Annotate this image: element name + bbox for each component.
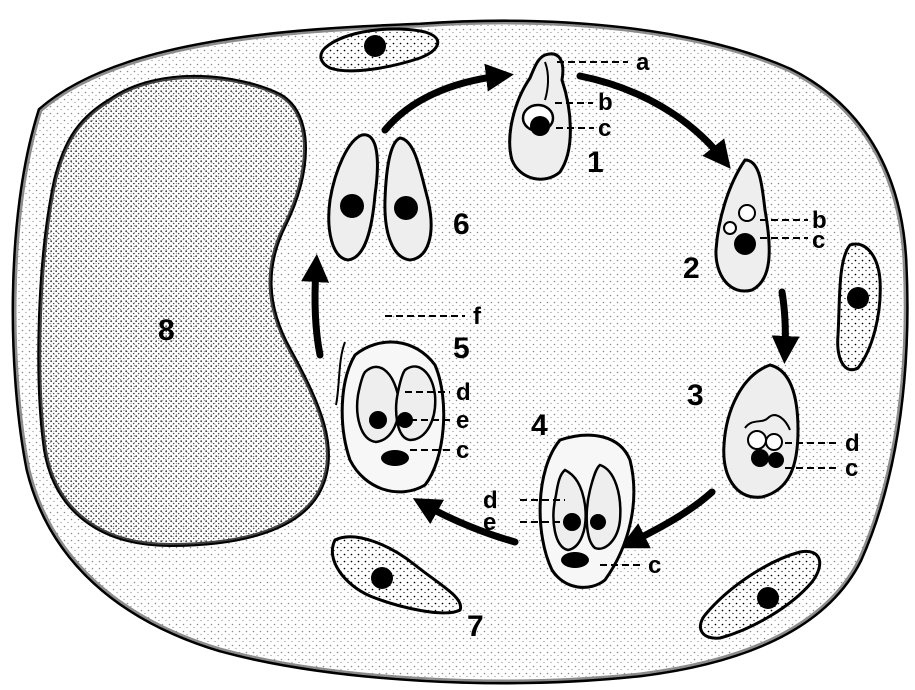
arrow-2-to-3 bbox=[782, 292, 785, 350]
stage-label-4: 4 bbox=[531, 409, 548, 442]
stage-label-6: 6 bbox=[453, 208, 470, 241]
label-f: f bbox=[473, 303, 482, 330]
label-d-stage5: d bbox=[456, 379, 471, 406]
label-c-stage2: c bbox=[812, 227, 825, 254]
label-a: a bbox=[636, 49, 650, 76]
label-c-stage3: c bbox=[845, 455, 858, 482]
label-e-stage5: e bbox=[456, 407, 469, 434]
stage-label-1: 1 bbox=[587, 146, 604, 179]
stage-label-3: 3 bbox=[687, 379, 704, 412]
stage-label-5: 5 bbox=[453, 332, 470, 365]
karyosome bbox=[530, 116, 550, 136]
label-b-stage1: b bbox=[598, 89, 613, 116]
stage-label-8: 8 bbox=[158, 314, 175, 347]
stage-label-2: 2 bbox=[683, 252, 700, 285]
label-e-stage4: e bbox=[483, 509, 496, 536]
label-c-stage4: c bbox=[648, 552, 661, 579]
label-d-stage3: d bbox=[845, 430, 860, 457]
label-c-stage5: c bbox=[456, 437, 469, 464]
label-c-stage1: c bbox=[598, 115, 611, 142]
stage-label-7: 7 bbox=[467, 610, 484, 643]
